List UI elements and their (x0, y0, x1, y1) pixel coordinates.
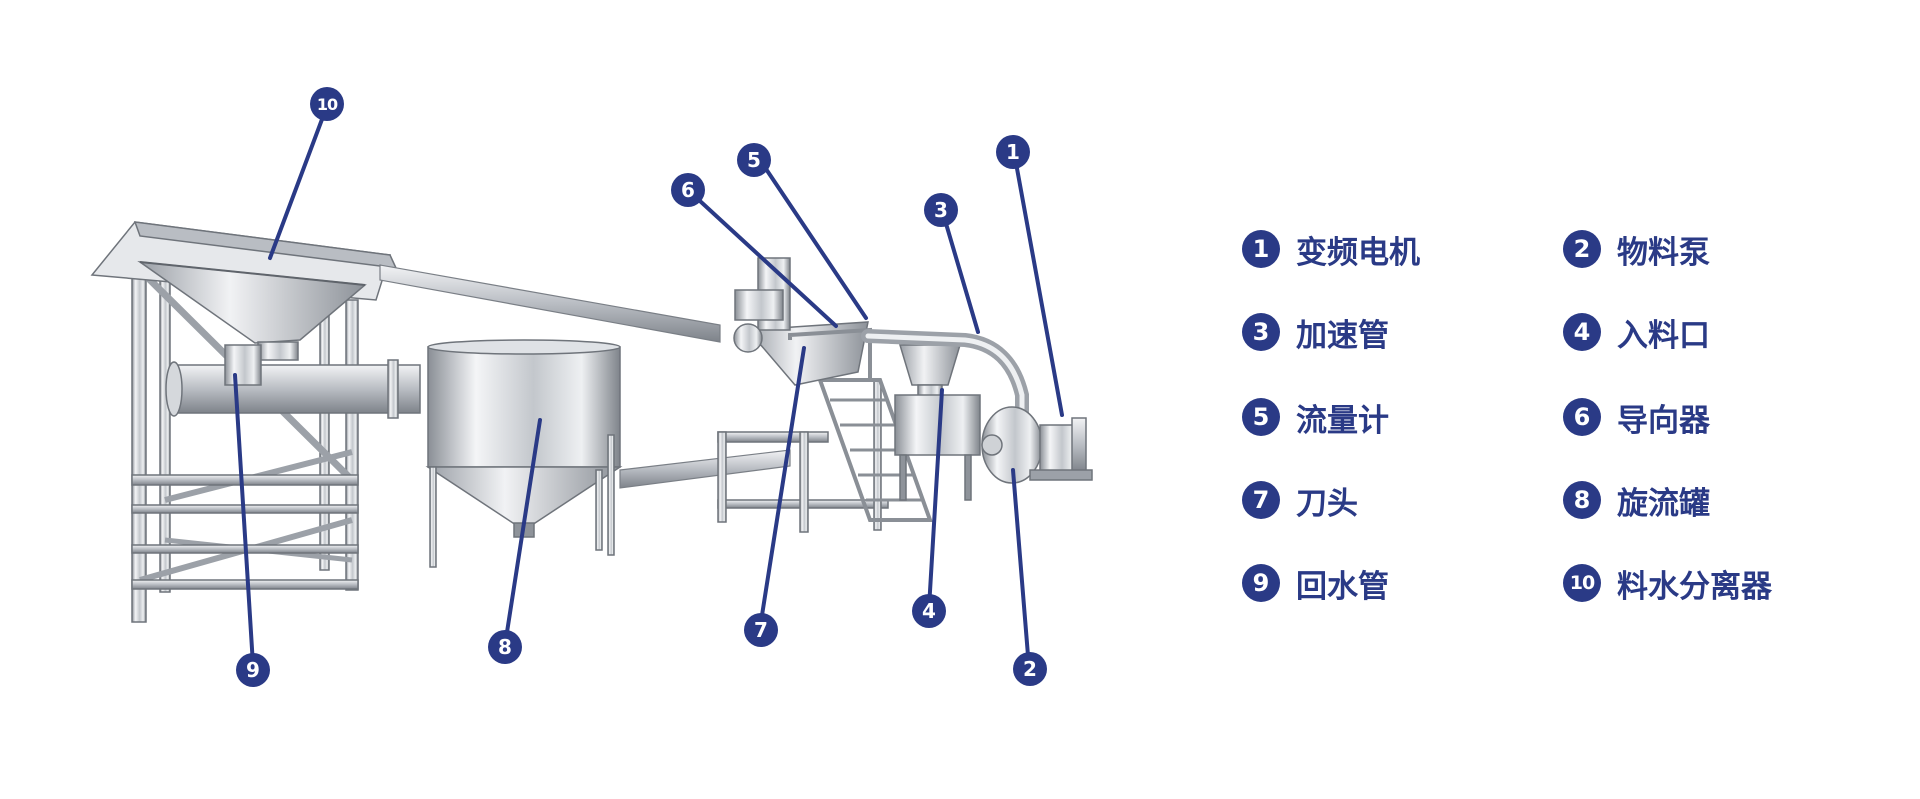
legend-number: 4 (1563, 313, 1601, 351)
legend-number: 9 (1242, 564, 1280, 602)
legend-number: 2 (1563, 230, 1601, 268)
legend-number: 6 (1563, 398, 1601, 436)
legend-label: 流量计 (1296, 402, 1389, 439)
svg-text:7: 7 (754, 618, 768, 642)
legend-label: 回水管 (1296, 568, 1389, 605)
cutter-platform (717, 257, 933, 533)
svg-text:9: 9 (246, 658, 260, 682)
callout-6: 6 (671, 173, 705, 207)
callout-9: 9 (236, 653, 270, 687)
legend-number: 1 (1242, 230, 1280, 268)
legend-label: 导向器 (1617, 402, 1710, 439)
legend-label: 物料泵 (1617, 234, 1710, 271)
legend-number: 8 (1563, 481, 1601, 519)
legend-item-4: 4 入料口 (1563, 310, 1710, 354)
legend-item-10: 10 料水分离器 (1563, 561, 1772, 605)
svg-text:2: 2 (1023, 657, 1037, 681)
legend-item-1: 1 变频电机 (1242, 227, 1420, 271)
legend-item-3: 3 加速管 (1242, 310, 1389, 354)
callout-10: 10 (310, 87, 344, 121)
svg-text:6: 6 (681, 178, 695, 202)
callout-3: 3 (924, 193, 958, 227)
legend-number: 5 (1242, 398, 1280, 436)
svg-text:3: 3 (934, 198, 948, 222)
callout-1: 1 (996, 135, 1030, 169)
svg-text:4: 4 (922, 599, 936, 623)
callout-5: 5 (737, 143, 771, 177)
cyclone-tank (425, 339, 623, 568)
svg-text:8: 8 (498, 635, 512, 659)
svg-text:1: 1 (1006, 140, 1020, 164)
separator-unit (90, 221, 398, 623)
legend-item-8: 8 旋流罐 (1563, 478, 1710, 522)
legend-item-9: 9 回水管 (1242, 561, 1389, 605)
callout-4: 4 (912, 594, 946, 628)
legend-item-5: 5 流量计 (1242, 395, 1389, 439)
legend-label: 刀头 (1296, 485, 1358, 522)
legend-number: 10 (1563, 564, 1601, 602)
svg-text:10: 10 (317, 95, 338, 114)
legend-label: 变频电机 (1296, 234, 1420, 271)
legend-item-6: 6 导向器 (1563, 395, 1710, 439)
bottom-pipe (619, 449, 791, 489)
svg-text:5: 5 (747, 148, 761, 172)
legend-label: 旋流罐 (1617, 485, 1710, 522)
return-pipe (165, 344, 421, 419)
legend-number: 3 (1242, 313, 1280, 351)
legend-item-7: 7 刀头 (1242, 478, 1358, 522)
legend-number: 7 (1242, 481, 1280, 519)
legend-item-2: 2 物料泵 (1563, 227, 1710, 271)
callout-8: 8 (488, 630, 522, 664)
callout-2: 2 (1013, 652, 1047, 686)
inclined-pipe (379, 264, 721, 343)
legend-label: 加速管 (1296, 317, 1389, 354)
legend-label: 入料口 (1617, 317, 1710, 354)
callout-markers: 1 2 3 4 5 6 7 8 (236, 87, 1047, 687)
pump-motor-unit (981, 406, 1093, 484)
legend-label: 料水分离器 (1617, 568, 1772, 605)
callout-lines (233, 104, 1064, 670)
callout-7: 7 (744, 613, 778, 647)
